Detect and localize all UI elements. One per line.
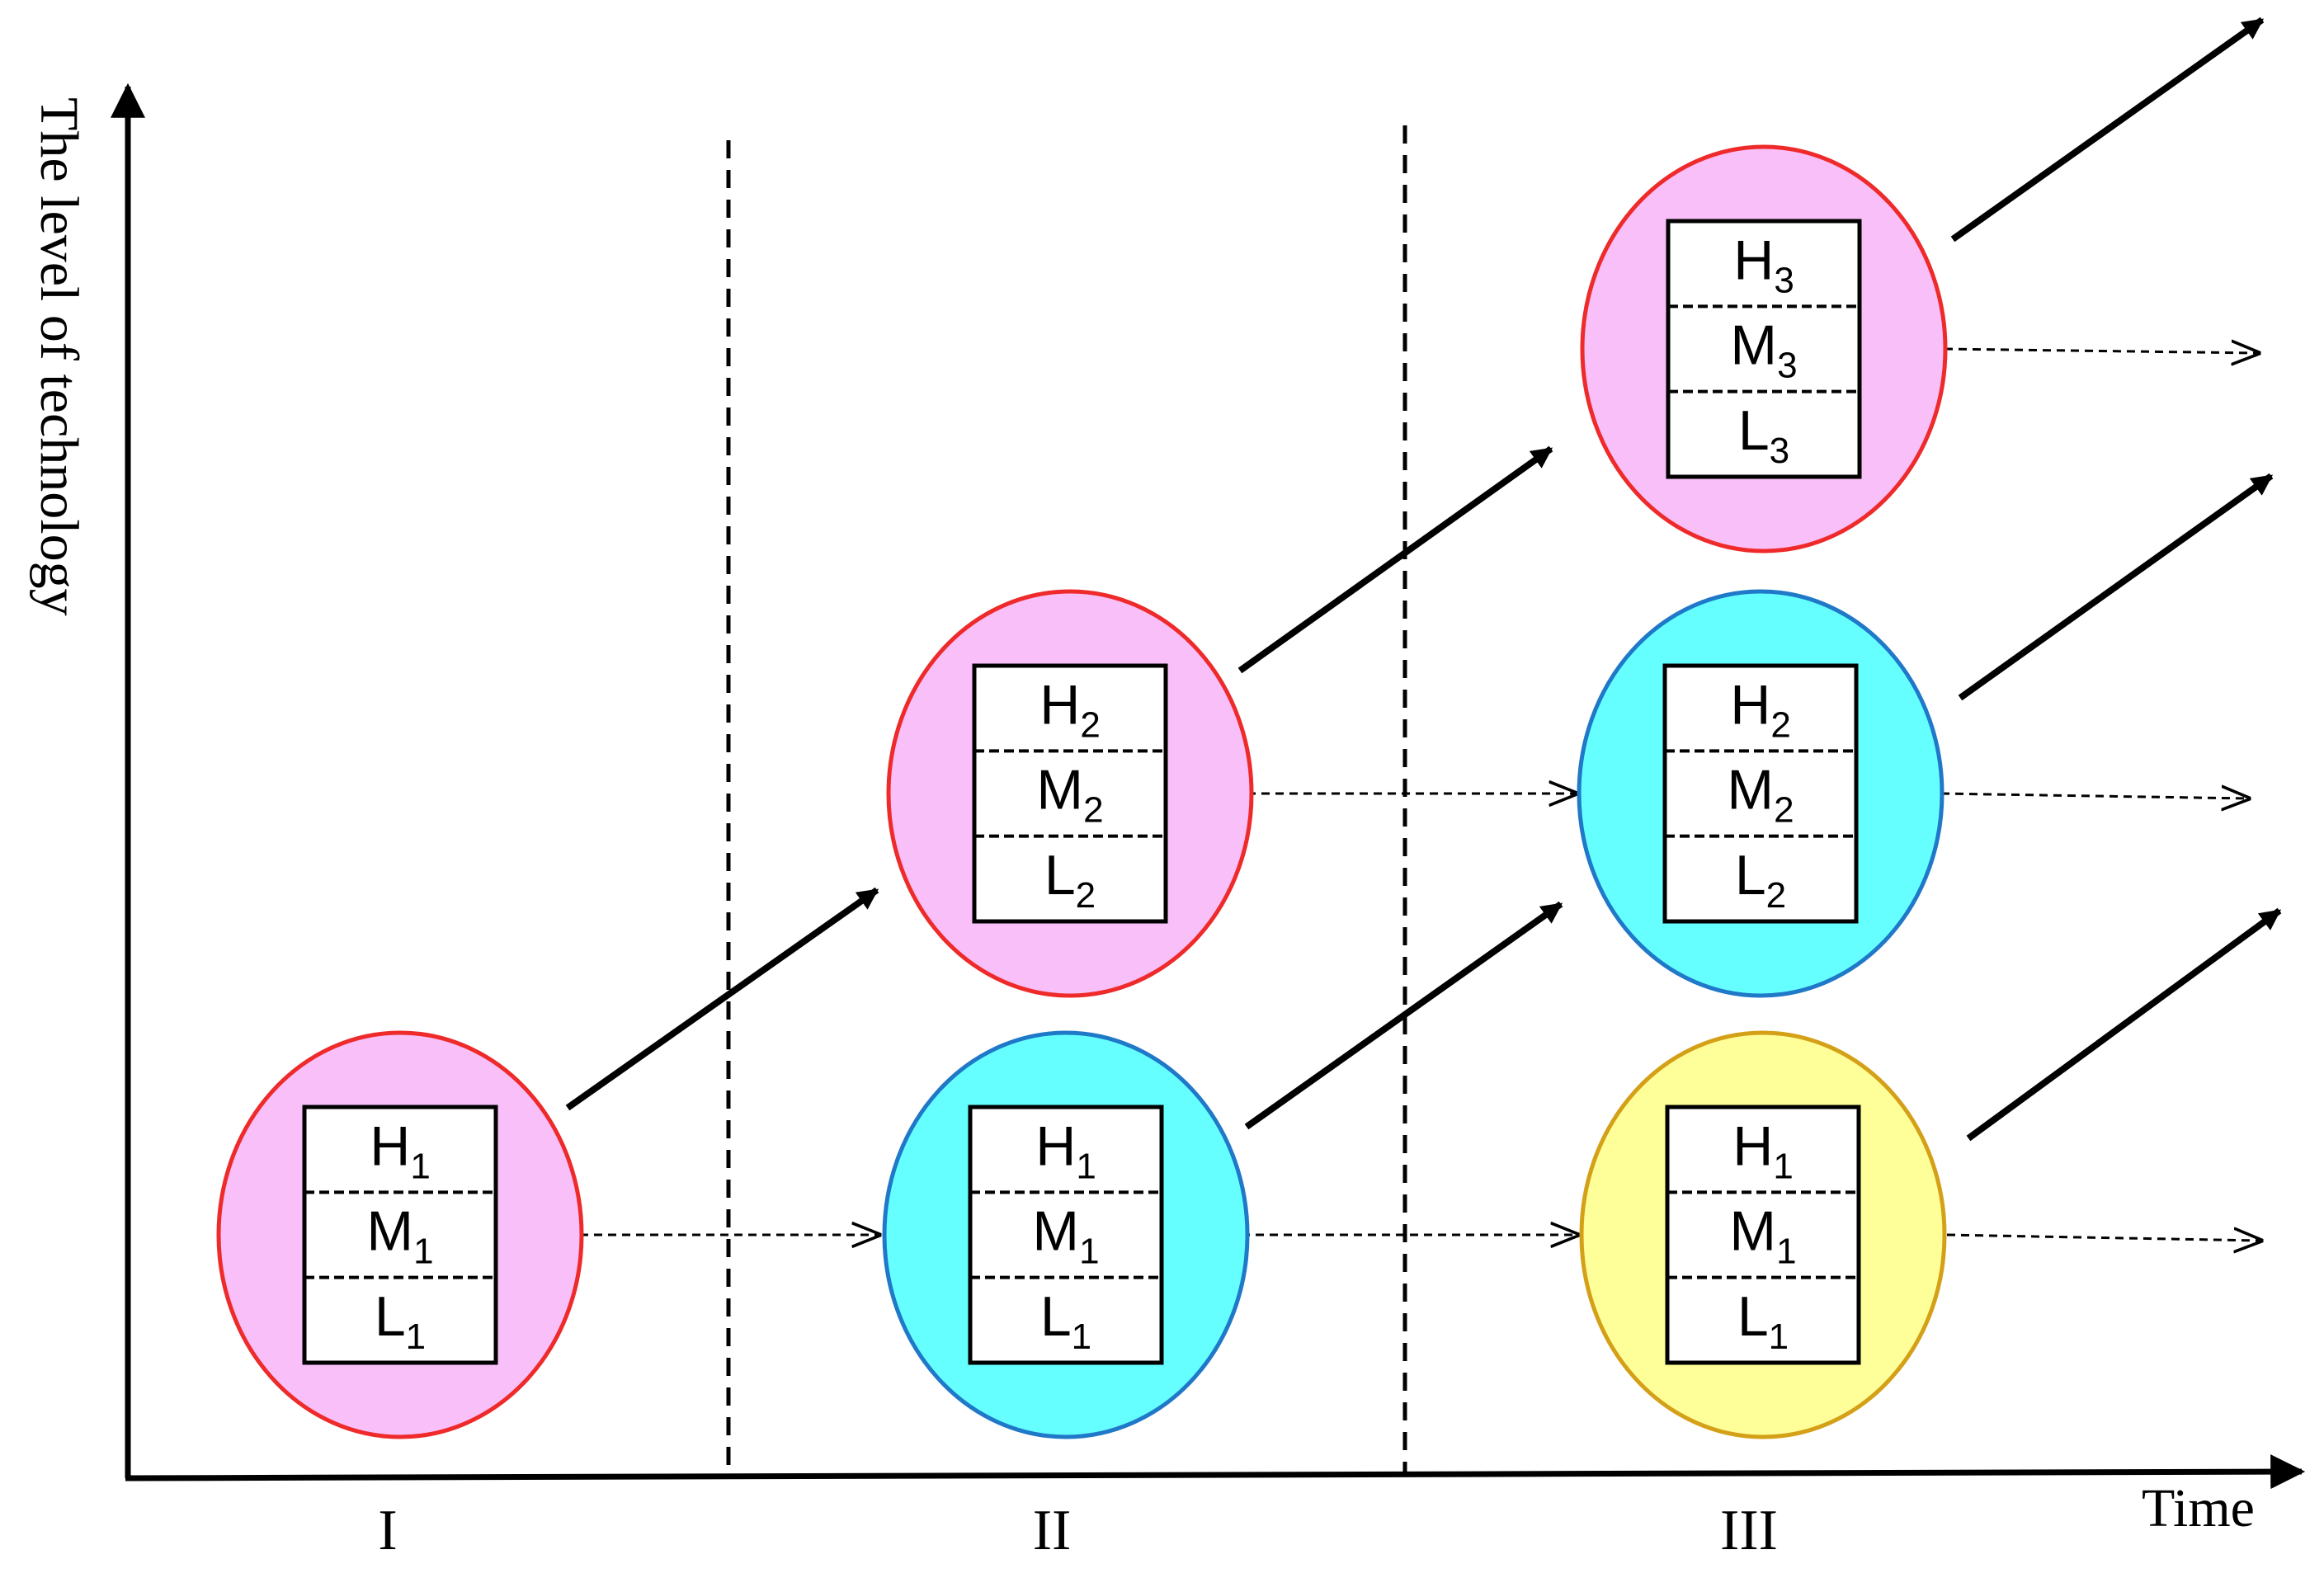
level-label-h: H1 (370, 1114, 431, 1186)
continuation-arrow (1944, 349, 2258, 353)
upgrade-arrow (565, 887, 879, 1111)
level-label-m: M2 (1036, 759, 1103, 831)
x-axis-label: Time (2142, 1478, 2255, 1538)
continuation-arrow (1940, 794, 2248, 798)
level-label-h: H2 (1039, 673, 1101, 745)
level-label-l: L1 (1040, 1285, 1091, 1357)
level-label-h: H3 (1733, 228, 1794, 300)
upgrade-arrow (1950, 16, 2265, 243)
period-label-2: II (1033, 1499, 1072, 1562)
continuation-arrow (1946, 1235, 2260, 1241)
level-label-h: H1 (1035, 1114, 1096, 1186)
level-label-m: M1 (1729, 1200, 1796, 1272)
period-label-1: I (378, 1499, 397, 1562)
upgrade-arrow (1244, 901, 1563, 1130)
level-label-m: M2 (1727, 759, 1794, 831)
level-label-l: L1 (375, 1285, 426, 1357)
level-label-l: L2 (1044, 844, 1096, 916)
level-box (1662, 663, 1859, 924)
level-box (302, 1105, 498, 1365)
level-label-l: L2 (1735, 844, 1786, 916)
level-label-m: M1 (1032, 1200, 1099, 1272)
upgrade-arrow (1966, 907, 2282, 1142)
upgrade-arrows (565, 16, 2282, 1142)
upgrade-arrow (1958, 473, 2274, 701)
level-label-l: L3 (1738, 399, 1789, 471)
level-label-l: L1 (1737, 1285, 1789, 1357)
y-axis-label: The level of technology (29, 97, 89, 616)
upgrade-arrow (1237, 445, 1553, 674)
period-label-3: III (1720, 1499, 1778, 1562)
x-axis (125, 1454, 2306, 1490)
level-label-h: H2 (1730, 673, 1791, 745)
level-box (1666, 219, 1862, 479)
level-box (972, 663, 1168, 924)
level-label-h: H1 (1732, 1114, 1794, 1186)
level-label-m: M1 (366, 1200, 433, 1272)
level-box (968, 1105, 1164, 1365)
level-box (1665, 1105, 1861, 1365)
continuation-arrows (580, 349, 2260, 1241)
level-label-m: M3 (1730, 314, 1797, 386)
